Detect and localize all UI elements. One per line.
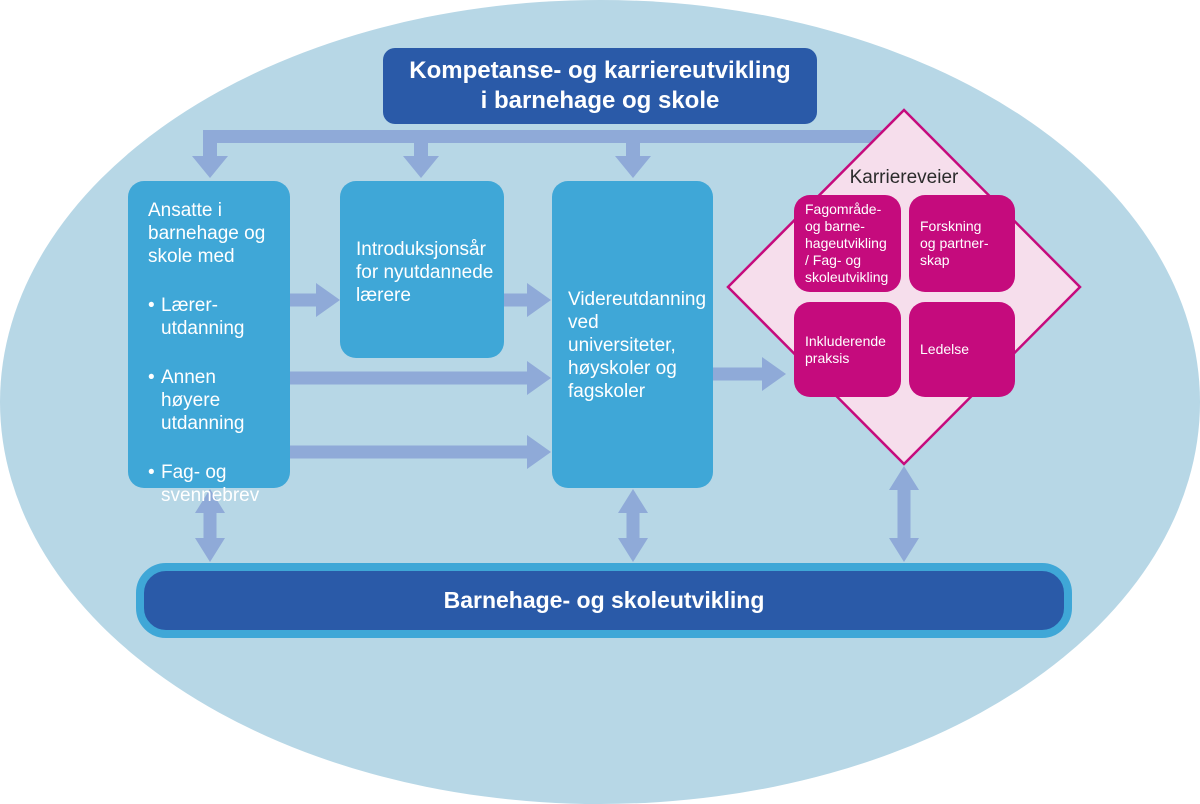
career-item-inclusive-practice: Inkluderende praksis [794,302,901,397]
box-employees: Ansatte i barnehage og skole med • Lærer… [128,181,290,506]
career-paths-label: Karriereveier [849,167,959,188]
box-introduction-year-text: Introduksjonsår for nyutdannede lærere [356,239,494,306]
list-item: • Annen høyere utdanning [148,366,280,435]
title-text: Kompetanse- og karriereutvikling i barne… [409,57,791,114]
box-further-education-text: Videreutdanning ved universiteter, høysk… [568,289,707,402]
career-paths-diamond [726,108,1082,466]
bullet-marker: • [148,367,155,388]
title-box: Kompetanse- og karriereutvikling i barne… [383,48,817,124]
career-item-text: Fagområde- og barne- hageutvikling / Fag… [805,201,889,285]
double-arrow-further-to-bottom [618,489,648,562]
bullet-marker: • [148,462,155,483]
double-arrow-left-to-bottom [195,489,225,562]
diamond-shape [726,108,1082,466]
bullet-text-trade-certificate: Fag- og svennebrev [161,462,260,506]
career-item-subject-development: Fagområde- og barne- hageutvikling / Fag… [794,195,901,292]
bullet-text-other-higher-education: Annen høyere utdanning [161,367,245,434]
arrow-left-to-intro [290,283,340,317]
career-item-text: Ledelse [920,341,970,357]
bullet-marker: • [148,295,155,316]
bullet-text-teacher-education: Lærer- utdanning [161,295,245,339]
top-distribution-arrow [192,130,890,178]
career-item-leadership: Ledelse [909,302,1015,397]
list-item: • Lærer- utdanning [148,294,280,340]
bottom-bar: Barnehage- og skoleutvikling [136,563,1072,638]
arrow-left-to-further-lower [290,435,551,469]
box-further-education: Videreutdanning ved universiteter, høysk… [552,181,713,488]
box-introduction-year: Introduksjonsår for nyutdannede lærere [340,181,504,358]
career-item-research-partnership: Forskning og partner- skap [909,195,1015,292]
arrow-further-to-careers [713,357,786,391]
arrow-left-to-further-upper [290,361,551,395]
box-employees-intro: Ansatte i barnehage og skole med [148,200,266,267]
bottom-bar-text: Barnehage- og skoleutvikling [443,587,765,613]
career-item-text: Inkluderende praksis [805,332,886,366]
career-item-text: Forskning og partner- skap [920,218,989,268]
double-arrow-careers-to-bottom [889,466,919,562]
list-item: • Fag- og svennebrev [148,461,280,507]
arrow-intro-to-further [504,283,551,317]
